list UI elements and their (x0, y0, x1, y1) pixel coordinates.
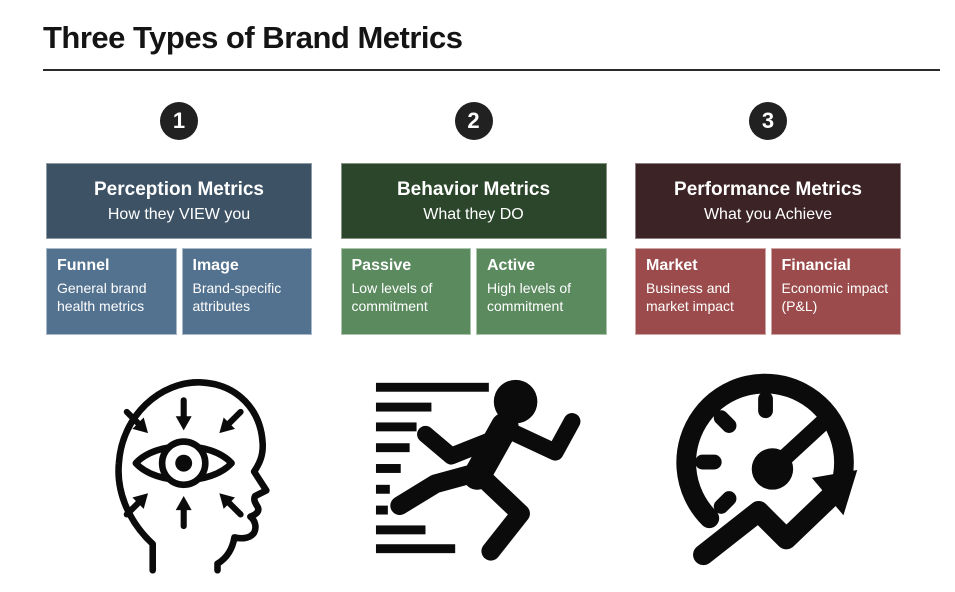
subbox-title: Image (192, 257, 239, 274)
perception-sub-row: Funnel General brand health metrics Imag… (46, 248, 312, 335)
subbox-body: General brand health metrics (57, 280, 147, 314)
number-badge-1: 1 (160, 102, 198, 140)
subbox-image: Image Brand-specific attributes (181, 248, 312, 335)
columns-row: 1 Perception Metrics How they VIEW you F… (46, 102, 901, 575)
running-person-icon (360, 357, 588, 575)
performance-header-box: Performance Metrics What you Achieve (635, 163, 901, 239)
subbox-body: Economic impact (P&L) (781, 280, 889, 314)
subbox-funnel: Funnel General brand health metrics (46, 248, 177, 335)
title-underline (43, 69, 940, 71)
subbox-active: Active High levels of commitment (476, 248, 607, 335)
subbox-financial: Financial Economic impact (P&L) (770, 248, 901, 335)
subbox-title: Active (487, 257, 536, 274)
column-perception: 1 Perception Metrics How they VIEW you F… (46, 102, 312, 575)
subbox-body: Low levels of commitment (351, 280, 433, 314)
perception-head-eye-icon (85, 357, 273, 575)
performance-sub-row: Market Business and market impact Financ… (635, 248, 901, 335)
subbox-title: Financial (781, 257, 851, 274)
header-title: Performance Metrics (674, 178, 862, 200)
perception-header-box: Perception Metrics How they VIEW you (46, 163, 312, 239)
subbox-passive: Passive Low levels of commitment (340, 248, 471, 335)
subbox-body: Business and market impact (646, 280, 734, 314)
number-badge-3: 3 (749, 102, 787, 140)
header-subtitle: What they DO (423, 205, 524, 223)
speedometer-growth-icon (662, 357, 874, 575)
header-title: Behavior Metrics (396, 178, 551, 200)
column-behavior: 2 Behavior Metrics What they DO Passive … (340, 102, 607, 575)
header-title: Perception Metrics (94, 178, 264, 200)
subbox-body: High levels of commitment (487, 280, 572, 314)
behavior-header-box: Behavior Metrics What they DO (340, 163, 607, 239)
behavior-sub-row: Passive Low levels of commitment Active … (340, 248, 607, 335)
subbox-market: Market Business and market impact (635, 248, 766, 335)
column-performance: 3 Performance Metrics What you Achieve M… (635, 102, 901, 575)
header-subtitle: What you Achieve (703, 205, 833, 223)
subbox-title: Passive (351, 257, 412, 274)
subbox-title: Funnel (57, 257, 110, 274)
number-badge-2: 2 (454, 102, 493, 140)
page-title: Three Types of Brand Metrics (43, 20, 463, 55)
subbox-body: Brand-specific attributes (192, 280, 282, 314)
header-subtitle: How they VIEW you (107, 205, 251, 223)
subbox-title: Market (646, 257, 698, 274)
